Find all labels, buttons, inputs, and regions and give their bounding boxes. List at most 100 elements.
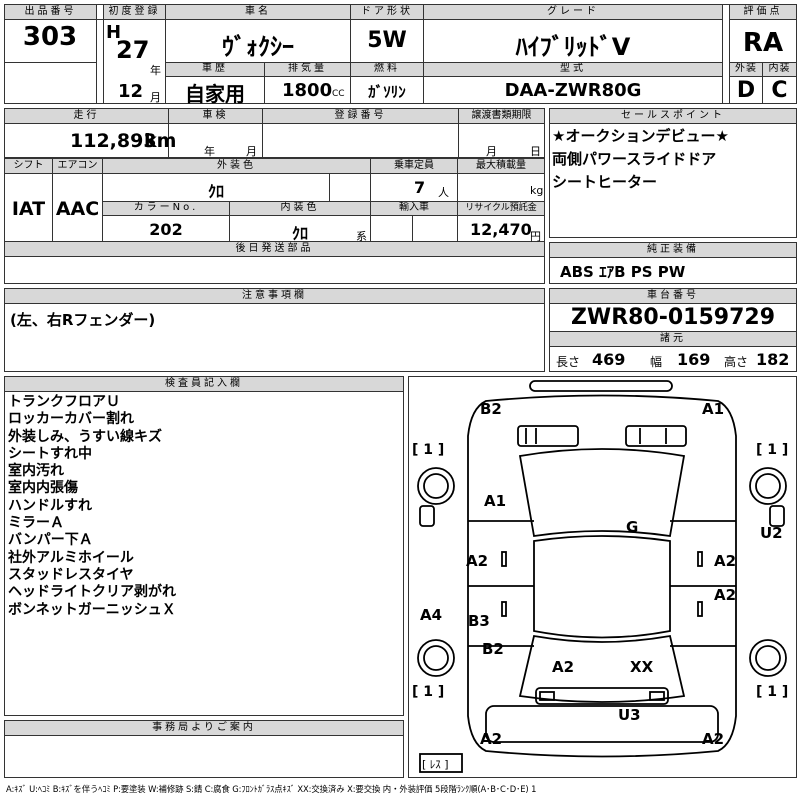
door-type-label: ドア形状 [351,5,423,19]
history-value: 自家用 [185,82,245,106]
inspection-label: 車検 [169,109,262,123]
year-unit: 年 [150,64,161,77]
mark-tire-front-right: [ 1 ] [756,442,788,458]
lot-number: 303 [22,22,78,52]
inspector-note-line: 外装しみ、うすい線キズ [8,428,162,445]
interior-color-unit: 系 [356,230,367,243]
mileage-label: 走行 [5,109,168,123]
spec-box [4,158,545,284]
height-value: 182 [756,350,790,369]
first-registration-label: 初度登録 [104,5,165,19]
car-name-label: 車名 [166,5,350,19]
inspector-note-line: 社外アルミホイール [8,549,134,566]
displacement-value: 1800 [282,80,333,101]
inspector-note-line: ボンネットガーニッシュＸ [8,601,176,618]
office-info-label: 事務局よりご案内 [5,721,403,735]
transfer-day-unit: 日 [530,145,541,158]
ac-value: AAC [55,198,100,220]
displacement-label: 排気量 [265,62,350,76]
sales-points-label: セールスポイント [550,109,796,123]
door-type: 5W [367,28,407,53]
equipment-box [549,242,797,284]
sales-point-item: ★オークションデビュー★ [552,127,729,145]
mark-b3-left: B3 [468,612,490,630]
mark-a2-right-rear: A2 [714,586,736,604]
mark-tire-front-left: [ 1 ] [412,442,444,458]
inspector-note-line: スタッドレスタイヤ [8,566,134,583]
inspector-notes-label: 検査員記入欄 [5,377,403,391]
office-info-box [4,720,404,778]
mark-g-glass: G [626,518,638,536]
interior-grade: C [771,78,788,103]
mark-a2-bottom-left: A2 [480,730,502,748]
car-diagram: B2 A1 [ 1 ] [ 1 ] A1 G U2 A2 A2 A2 A4 B3… [412,380,788,773]
inspector-note-line: シートすれ中 [8,445,92,462]
exterior-grade-label: 外装 [730,62,762,76]
recycle-deposit-value: 12,470 [470,220,532,239]
chassis-number-label: 車台番号 [550,289,796,303]
mark-tire-rear-left: [ 1 ] [412,684,444,700]
dimensions-label: 諸元 [550,332,796,346]
shift-value: IAT [11,198,46,220]
car-name: ｳﾞｫｸｼｰ [222,33,294,61]
grade-label: グレード [424,5,722,19]
equipment-value: ABS ｴｱB PS PW [560,263,686,281]
width-value: 169 [677,350,711,369]
mileage-value: 112,893 [70,130,157,152]
score-label: 評価点 [730,5,796,19]
registration-month: 12 [118,81,144,102]
inspector-note-line: ロッカーカバー割れ [8,411,134,428]
interior-grade-label: 内装 [763,62,796,76]
notes-value: (左、右Rフェンダー) [10,311,156,329]
inspector-note-line: ハンドルすれ [8,497,92,514]
grade-value: ﾊｲﾌﾞﾘｯﾄﾞV [515,33,631,61]
import-label: 輸入車 [371,201,457,215]
capacity-unit: 人 [438,186,449,199]
inspector-note-line: バンパー下Ａ [8,532,93,549]
fuel-label: 燃料 [351,62,423,76]
height-label: 高さ [724,355,749,369]
inspector-note-line: 室内内張傷 [8,480,78,497]
mark-a2-hood-left: A2 [552,658,574,676]
color-number-value: 202 [149,220,183,239]
width-label: 幅 [650,355,663,369]
month-unit: 月 [150,91,161,104]
mark-xx-hood: XX [630,658,654,676]
interior-color-value: ｸﾛ [291,224,308,243]
mark-a1-top: A1 [702,400,724,418]
inspection-year-unit: 年 [204,145,215,158]
max-load-label: 最大積載量 [458,159,544,173]
transfer-month-unit: 月 [486,145,497,158]
exterior-color-value: ｸﾛ [207,182,224,201]
registration-year: 27 [116,36,150,64]
chassis-number-value: ZWR80-0159729 [570,305,776,330]
color-number-label: カラーNo. [103,201,229,215]
history-label: 車歴 [166,62,264,76]
spare-tire-label: [ ﾚｽ ] [422,758,449,771]
transfer-deadline-label: 譲渡書類期限 [459,109,544,123]
lot-number-label: 出品番号 [5,5,96,19]
vehicle-header-box [4,4,797,104]
model-value: DAA-ZWR80G [504,80,642,101]
capacity-label: 乗車定員 [371,159,457,173]
recycle-unit: 円 [530,230,541,243]
max-load-unit: kg [530,184,544,197]
inspector-note-line: 室内汚れ [8,463,64,480]
mark-a1-left: A1 [484,492,506,510]
exterior-grade: D [736,78,756,103]
mark-a2-left-door: A2 [466,552,488,570]
deferred-parts-label: 後日発送部品 [5,242,544,256]
inspector-note-line: ミラーＡ [8,515,64,532]
era-letter: H [106,22,122,43]
mark-tire-rear-right: [ 1 ] [756,684,788,700]
car-diagram-box [408,376,797,778]
mileage-box [4,108,545,158]
length-value: 469 [592,350,626,369]
inspector-notes-box [4,376,404,716]
notes-label: 注意事項欄 [5,289,544,303]
notes-box [4,288,545,372]
mileage-unit: km [144,130,177,152]
inspector-note-line: トランクフロアＵ [8,394,120,410]
length-label: 長さ [556,355,581,369]
